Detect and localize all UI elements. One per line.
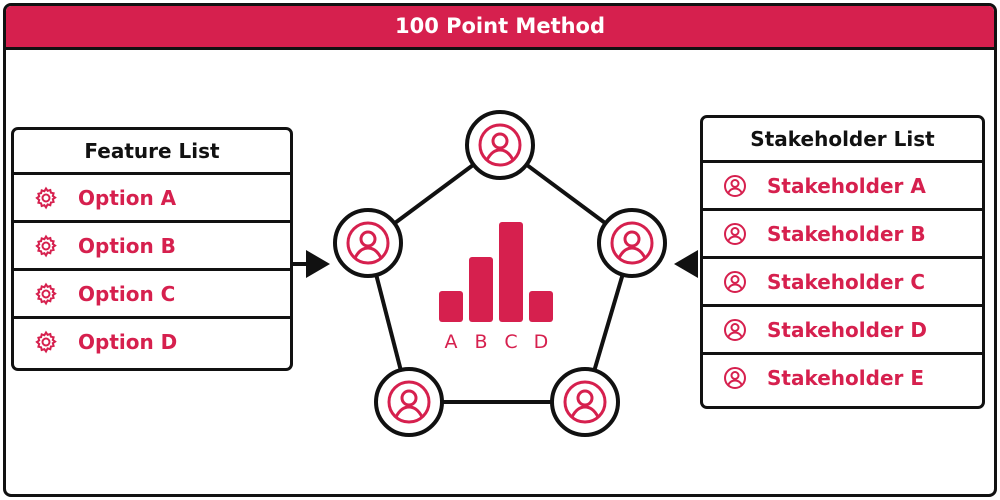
bar-label: C (504, 331, 517, 353)
list-item-label: Stakeholder B (767, 221, 926, 246)
list-item: Option D (14, 319, 290, 364)
stakeholder-node (597, 208, 667, 278)
bar (529, 291, 553, 322)
gear-icon (35, 282, 57, 305)
list-item: Stakeholder C (703, 259, 982, 307)
user-circle-icon (724, 222, 746, 245)
user-circle-icon (478, 123, 522, 167)
user-circle-icon (724, 318, 746, 341)
user-circle-icon (724, 366, 746, 389)
user-circle-icon (724, 174, 746, 197)
list-item: Stakeholder A (703, 163, 982, 211)
user-circle-icon (724, 270, 746, 293)
list-item: Stakeholder E (703, 355, 982, 400)
user-circle-icon (346, 221, 390, 265)
user-circle-icon (563, 380, 607, 424)
user-circle-icon (387, 380, 431, 424)
list-item-label: Stakeholder C (767, 269, 926, 294)
list-item-label: Option D (78, 329, 178, 354)
gear-icon (35, 186, 57, 209)
bar (499, 222, 523, 322)
list-item: Option C (14, 271, 290, 319)
list-item: Option B (14, 223, 290, 271)
list-item-label: Option C (78, 281, 176, 306)
feature-list-heading: Feature List (14, 130, 290, 175)
page-title: 100 Point Method (6, 6, 994, 50)
list-item-label: Stakeholder D (767, 317, 927, 342)
gear-icon (35, 234, 57, 257)
list-item: Stakeholder B (703, 211, 982, 259)
gear-icon (35, 330, 57, 353)
list-item-label: Stakeholder E (767, 365, 924, 390)
stakeholder-node (550, 367, 620, 437)
stakeholder-node (465, 110, 535, 180)
bar-label: B (474, 331, 487, 353)
list-item-label: Option B (78, 233, 176, 258)
list-item-label: Option A (78, 185, 177, 210)
bar (439, 291, 463, 322)
arrow-left-icon (674, 250, 698, 278)
feature-list-panel: Feature List Option A Option B Option C Opt… (11, 127, 293, 371)
user-circle-icon (610, 221, 654, 265)
stakeholder-list-heading: Stakeholder List (703, 118, 982, 163)
stakeholder-list-panel: Stakeholder List Stakeholder A Stakeholde… (700, 115, 985, 409)
stakeholder-node (374, 367, 444, 437)
bar-label: A (445, 331, 458, 353)
arrow-right-icon (290, 250, 330, 278)
stakeholder-node (333, 208, 403, 278)
list-item-label: Stakeholder A (767, 173, 926, 198)
list-item: Stakeholder D (703, 307, 982, 355)
bar (469, 257, 493, 322)
bar-label: D (534, 331, 549, 353)
list-item: Option A (14, 175, 290, 223)
